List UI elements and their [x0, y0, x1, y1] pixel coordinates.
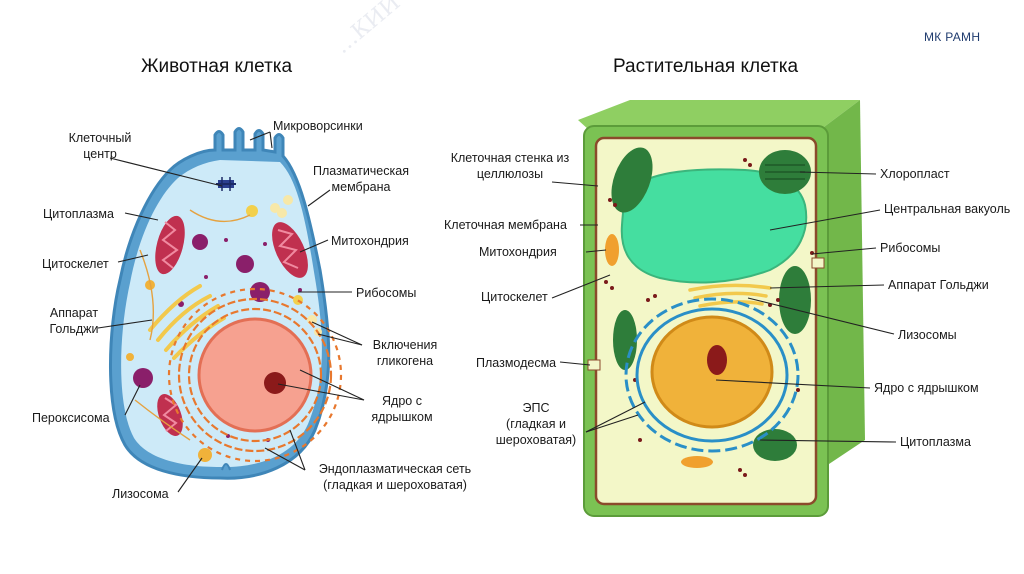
plant-mitochondrion-2 [681, 456, 713, 468]
label-lysosome: Лизосома [112, 486, 169, 502]
label-plant-er-line3: шероховатая) [488, 432, 584, 448]
label-animal-golgi-line1: Аппарат [38, 305, 110, 321]
label-animal-er-line2: (гладкая и шероховатая) [300, 477, 490, 493]
label-plant-er-line1: ЭПС [488, 400, 584, 416]
label-animal-nucleus-line2: ядрышком [362, 409, 442, 425]
label-animal-mitochondria: Митохондрия [331, 233, 409, 249]
label-animal-nucleus: Ядро с ядрышком [362, 393, 442, 425]
label-animal-er: Эндоплазматическая сеть (гладкая и шерох… [300, 461, 490, 493]
plant-mitochondrion [605, 234, 619, 266]
label-cell-wall-line2: целлюлозы [442, 166, 578, 182]
label-cell-wall-line1: Клеточная стенка из [442, 150, 578, 166]
label-animal-cytoplasm: Цитоплазма [43, 206, 114, 222]
plant-nucleus [652, 317, 772, 427]
animal-nucleus [199, 319, 311, 431]
label-microvilli: Микроворсинки [273, 118, 363, 134]
plasmodesma-right-icon [812, 258, 824, 268]
label-vacuole: Центральная вакуоль [884, 201, 1010, 217]
label-plant-membrane: Клеточная мембрана [444, 217, 567, 233]
label-plasma-membrane: Плазматическая мембрана [300, 163, 422, 195]
label-plant-mitochondria: Митохондрия [479, 244, 557, 260]
label-animal-ribosomes: Рибосомы [356, 285, 416, 301]
label-cell-wall: Клеточная стенка из целлюлозы [442, 150, 578, 182]
label-chloroplast: Хлоропласт [880, 166, 950, 182]
label-plasma-membrane-line1: Плазматическая [300, 163, 422, 179]
label-plant-golgi: Аппарат Гольджи [888, 277, 989, 293]
label-plant-cytoplasm: Цитоплазма [900, 434, 971, 450]
label-centrosome: Клеточный центр [60, 130, 140, 162]
label-glycogen: Включения гликогена [365, 337, 445, 369]
label-glycogen-line1: Включения [365, 337, 445, 353]
label-glycogen-line2: гликогена [365, 353, 445, 369]
label-animal-golgi: Аппарат Гольджи [38, 305, 110, 337]
label-plant-cytoskeleton: Цитоскелет [481, 289, 548, 305]
label-animal-er-line1: Эндоплазматическая сеть [300, 461, 490, 477]
label-animal-cytoskeleton: Цитоскелет [42, 256, 109, 272]
label-lysosomes: Лизосомы [898, 327, 957, 343]
label-plant-nucleus: Ядро с ядрышком [874, 380, 979, 396]
label-plant-er-line2: (гладкая и [488, 416, 584, 432]
label-centrosome-line2: центр [60, 146, 140, 162]
label-plasma-membrane-line2: мембрана [300, 179, 422, 195]
label-plant-er: ЭПС (гладкая и шероховатая) [488, 400, 584, 448]
label-centrosome-line1: Клеточный [60, 130, 140, 146]
animal-cell-title: Животная клетка [141, 56, 292, 78]
label-plant-ribosomes: Рибосомы [880, 240, 940, 256]
label-peroxisome: Пероксисома [32, 410, 110, 426]
label-plasmodesma: Плазмодесма [476, 355, 556, 371]
label-animal-nucleus-line1: Ядро с [362, 393, 442, 409]
plant-cell-title: Растительная клетка [613, 56, 798, 78]
brand-label: МК РАМН [924, 30, 980, 44]
label-animal-golgi-line2: Гольджи [38, 321, 110, 337]
plant-cell [578, 100, 865, 516]
